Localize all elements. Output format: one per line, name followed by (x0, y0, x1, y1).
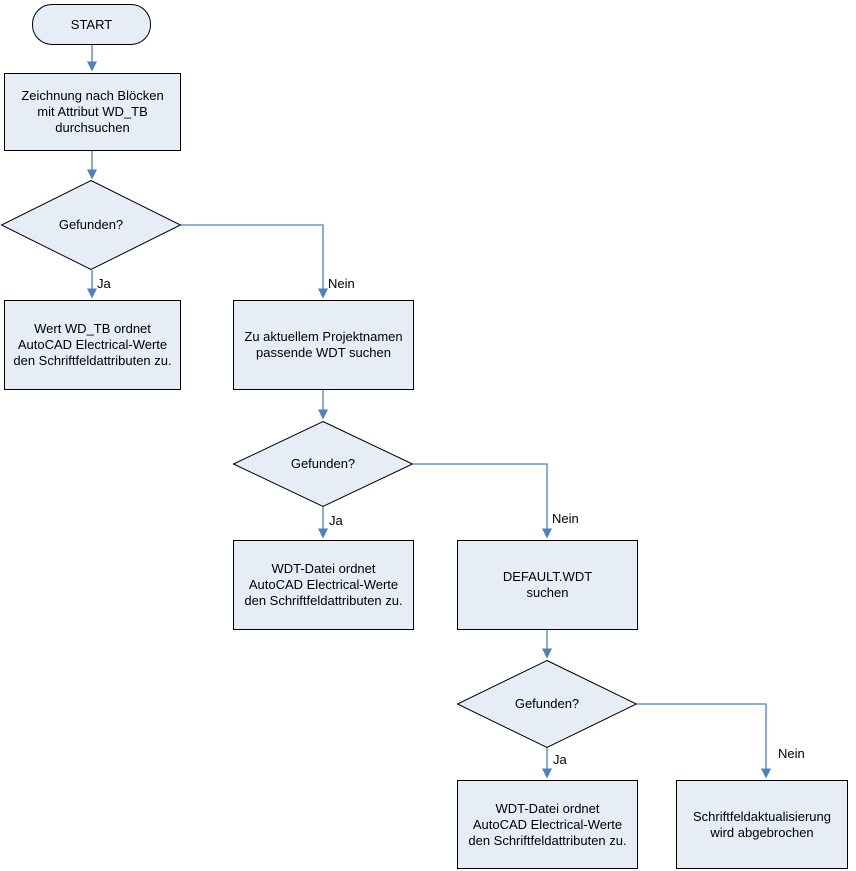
decision-2-diamond (232, 420, 414, 508)
node-assign-wd-tb: Wert WD_TB ordnet AutoCAD Electrical-Wer… (4, 300, 181, 390)
node-search-project-wdt: Zu aktuellem Projektnamen passende WDT s… (233, 300, 414, 390)
node-search-default-wdt: DEFAULT.WDT suchen (457, 540, 638, 630)
node-assign-wdt-file-2-label: WDT-Datei ordnet AutoCAD Electrical-Wert… (468, 800, 627, 848)
decision-3-diamond (456, 659, 638, 749)
edge-label-decision-3-yes: Ja (553, 752, 567, 767)
edge-label-decision-3-no: Nein (778, 746, 805, 761)
node-assign-wd-tb-label: Wert WD_TB ordnet AutoCAD Electrical-Wer… (13, 321, 172, 368)
node-assign-wdt-file-1-label: WDT-Datei ordnet AutoCAD Electrical-Wert… (244, 561, 403, 608)
node-abort: Schriftfeldaktualisierung wird abgebroch… (676, 780, 848, 869)
node-start: START (32, 4, 151, 45)
node-assign-wdt-file-1: WDT-Datei ordnet AutoCAD Electrical-Wert… (233, 540, 414, 630)
node-abort-label: Schriftfeldaktualisierung wird abgebroch… (692, 808, 832, 840)
node-assign-wdt-file-2: WDT-Datei ordnet AutoCAD Electrical-Wert… (457, 780, 638, 869)
edge-label-decision-1-yes: Ja (97, 276, 111, 291)
decision-1-diamond (0, 179, 182, 271)
node-search-blocks-label: Zeichnung nach Blöcken mit Attribut WD_T… (21, 88, 164, 135)
edge-label-decision-2-no: Nein (552, 511, 579, 526)
node-search-default-wdt-label: DEFAULT.WDT suchen (502, 569, 593, 600)
edge-decision-3-no (637, 703, 771, 779)
edge-decision-2-no (413, 463, 552, 539)
edge-label-decision-1-no: Nein (328, 276, 355, 291)
edge-label-decision-2-yes: Ja (329, 513, 343, 528)
node-search-project-wdt-label: Zu aktuellem Projektnamen passende WDT s… (244, 329, 403, 360)
edge-decision-1-no (181, 224, 328, 299)
node-search-blocks: Zeichnung nach Blöcken mit Attribut WD_T… (4, 73, 181, 151)
node-start-label: START (70, 16, 113, 32)
